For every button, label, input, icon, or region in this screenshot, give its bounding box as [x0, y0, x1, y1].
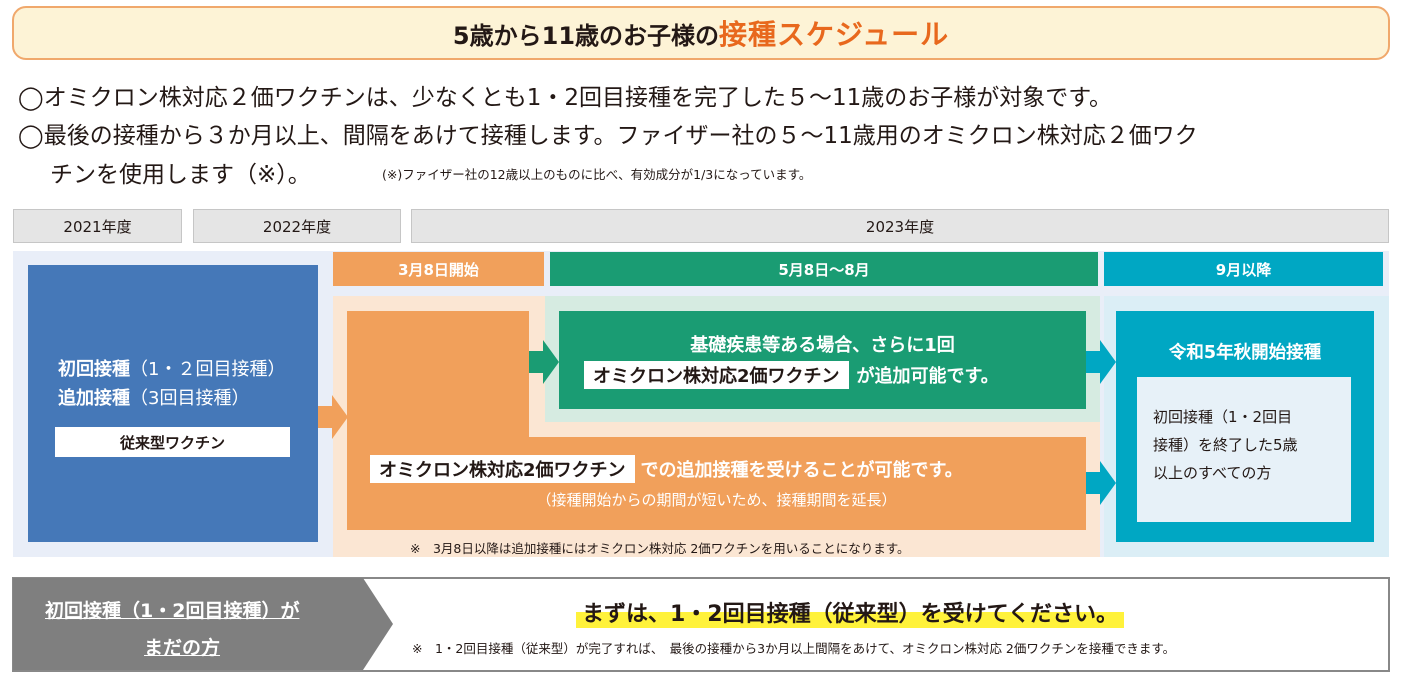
initial-dose-sub: （1・２回目接種） [130, 359, 286, 380]
year-2021: 2021年度 [13, 209, 182, 243]
arrow-right-icon [318, 395, 348, 439]
first-dose-instruction: まずは、1・2回目接種（従来型）を受けてください。 [576, 596, 1124, 628]
eligibility-line: 接種）を終了した5歳 [1153, 436, 1298, 454]
booster-dose-sub: （3回目接種） [130, 388, 250, 409]
initial-dose-label: 初回接種 [58, 359, 130, 380]
omicron-booster-line: オミクロン株対応2価ワクチン での追加接種を受けることが可能です。 [370, 455, 963, 483]
booster-dose-label: 追加接種 [58, 388, 130, 409]
initial-dose-line: 初回接種（1・２回目接種） [58, 355, 285, 381]
conventional-vaccine-badge: 従来型ワクチン [55, 427, 290, 457]
dose-footnote: (※)ファイザー社の12歳以上のものに比べ、有効成分が1/3になっています。 [382, 167, 812, 182]
autumn-eligibility: 初回接種（1・2回目 接種）を終了した5歳 以上のすべての方 [1137, 377, 1351, 522]
eligibility-line: 初回接種（1・2回目 [1153, 408, 1293, 426]
march-note: ※ 3月8日以降は追加接種にはオミクロン株対応 2価ワクチンを用いることになりま… [410, 541, 910, 556]
phase-september: 9月以降 [1104, 252, 1383, 286]
initial-vaccination-block: 初回接種（1・２回目接種） 追加接種（3回目接種） 従来型ワクチン [28, 265, 318, 542]
phase-may-aug: 5月8日～8月 [550, 252, 1098, 286]
omicron-booster-text: での追加接種を受けることが可能です。 [640, 460, 963, 481]
arrow-right-icon [1086, 340, 1116, 384]
page-title: 5歳から11歳のお子様の 接種スケジュール [12, 6, 1390, 60]
booster-dose-line: 追加接種（3回目接種） [58, 384, 249, 410]
omicron-booster-block [347, 437, 1086, 530]
bullet-interval-cont: チンを使用します（※）。 [50, 162, 311, 188]
autumn-vaccination-block: 令和5年秋開始接種 初回接種（1・2回目 接種）を終了した5歳 以上のすべての方 [1116, 311, 1374, 542]
title-emphasis: 接種スケジュール [719, 18, 950, 51]
arrow-right-icon [529, 340, 559, 384]
omicron-vaccine-badge: オミクロン株対応2価ワクチン [370, 455, 635, 483]
first-dose-note: ※ 1・2回目接種（従来型）が完了すれば、 最後の接種から3か月以上間隔をあけて… [412, 641, 1176, 656]
underlying-condition-text: 基礎疾患等ある場合、さらに1回 [690, 335, 955, 356]
underlying-condition-block: 基礎疾患等ある場合、さらに1回 オミクロン株対応2価ワクチン が追加可能です。 [559, 311, 1086, 409]
phase-march: 3月8日開始 [333, 252, 544, 286]
year-2022: 2022年度 [193, 209, 401, 243]
not-yet-vaccinated-label-cont: まだの方 [144, 637, 221, 659]
notice-arrow-label [13, 578, 393, 670]
autumn-vaccination-title: 令和5年秋開始接種 [1168, 343, 1322, 363]
additional-dose-line: オミクロン株対応2価ワクチン が追加可能です。 [584, 361, 999, 389]
bullet-target: ◯オミクロン株対応２価ワクチンは、少なくとも1・2回目接種を完了した５～11歳の… [18, 85, 1112, 111]
title-prefix: 5歳から11歳のお子様の [452, 21, 720, 50]
eligibility-line: 以上のすべての方 [1153, 464, 1272, 482]
not-yet-vaccinated-label: 初回接種（1・2回目接種）が [45, 600, 300, 622]
additional-dose-text: が追加可能です。 [856, 366, 999, 387]
year-2023: 2023年度 [411, 209, 1389, 243]
omicron-vaccine-badge: オミクロン株対応2価ワクチン [584, 361, 849, 389]
bullet-interval: ◯最後の接種から３か月以上、間隔をあけて接種します。ファイザー社の５～11歳用の… [18, 123, 1198, 149]
arrow-right-icon [1086, 461, 1116, 505]
extended-period-text: （接種開始からの期間が短いため、接種期間を延長） [536, 491, 897, 509]
